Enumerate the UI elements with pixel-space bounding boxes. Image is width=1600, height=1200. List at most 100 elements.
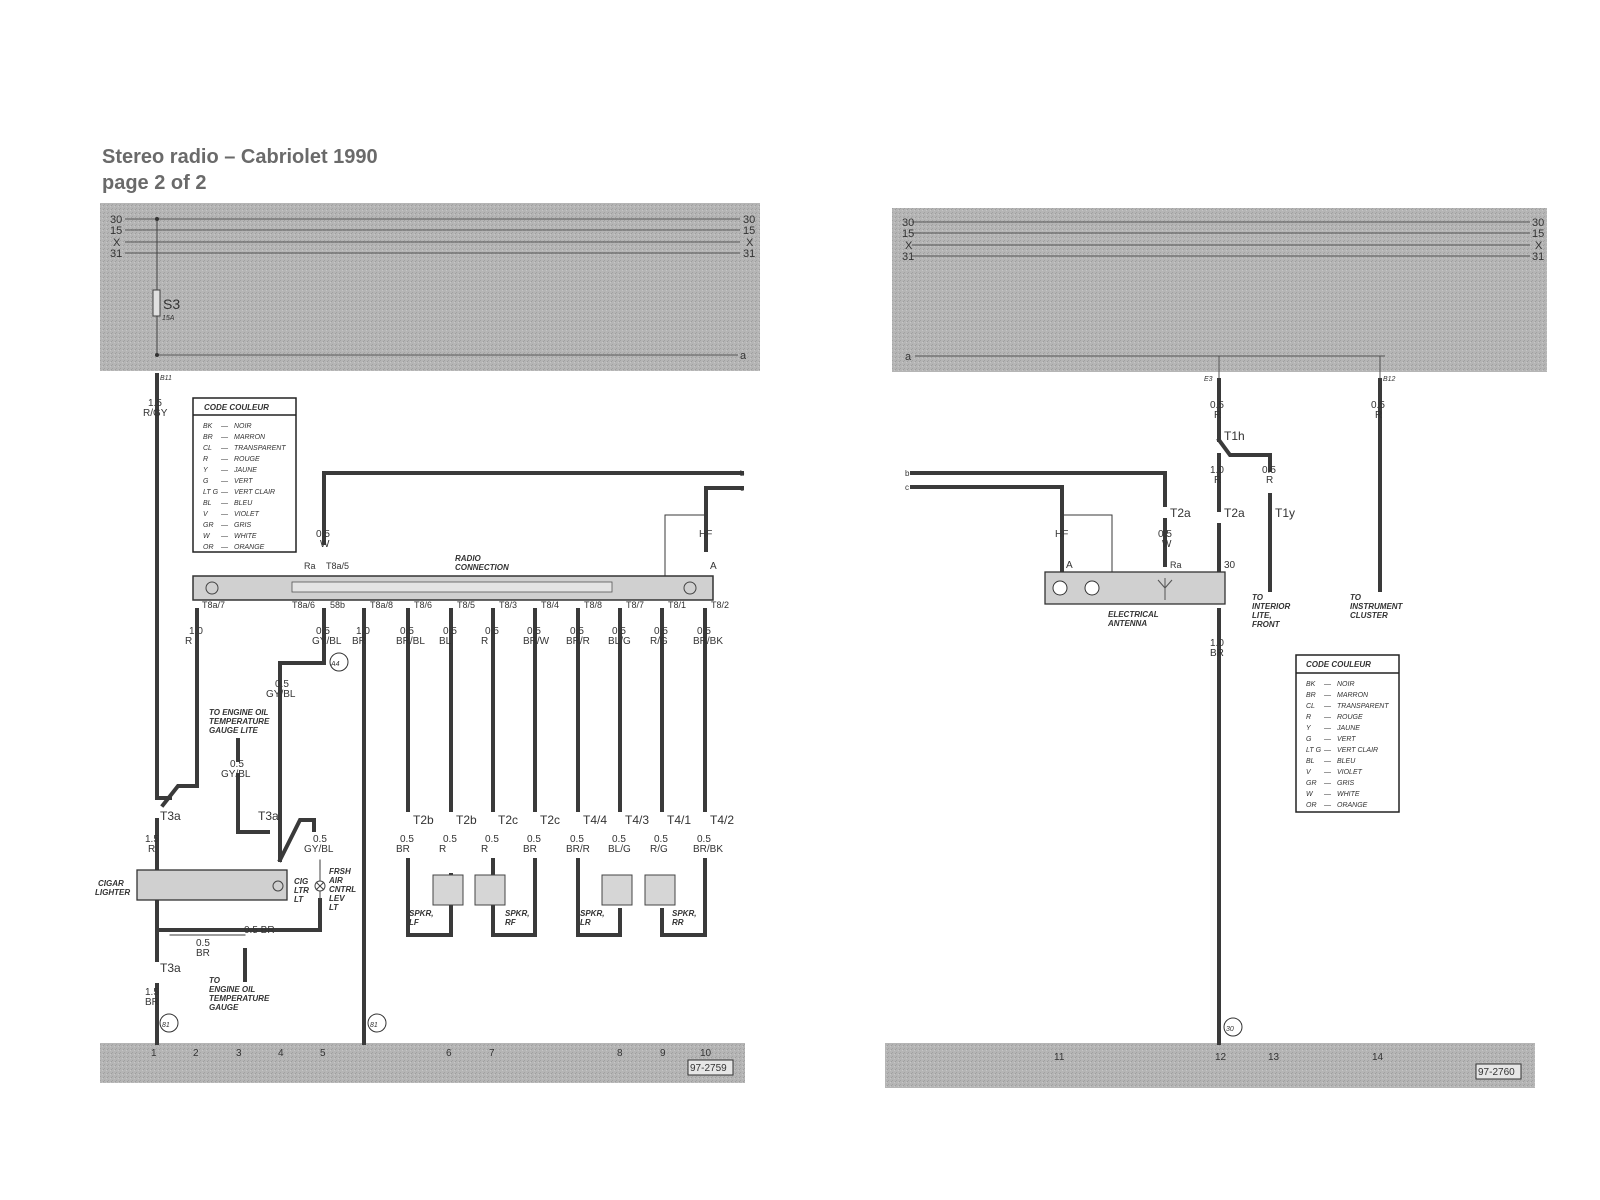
drop-wire-size: 0.5 [443, 626, 457, 637]
right-wires [910, 378, 1382, 1045]
antenna-title-1: ELECTRICAL [1108, 610, 1159, 619]
electrical-antenna-unit: ELECTRICAL ANTENNA [1044, 571, 1226, 628]
legend-dash: — [1323, 747, 1332, 754]
legend-code: CL [1306, 703, 1315, 710]
lower-connector: T2c [540, 813, 560, 827]
cig-ltr-lt-3: LT [294, 895, 304, 904]
left-bus-label-x-right: X [746, 237, 754, 249]
drop-wire-color: BR/BL [396, 636, 425, 647]
legend-meaning: VERT CLAIR [1337, 747, 1378, 754]
drop-wire-size: 1.0 [356, 626, 370, 637]
legend-meaning: TRANSPARENT [1337, 703, 1389, 710]
left-bus-label-15-right: 15 [743, 225, 755, 237]
legend-dash: — [220, 445, 229, 452]
legend-dash: — [220, 467, 229, 474]
lower-wire-color: BR [396, 844, 410, 855]
cig-left-size: 1.5 [145, 834, 159, 845]
ground-81-left-label: 81 [162, 1022, 170, 1029]
diagram-title: Stereo radio – Cabriolet 1990 page 2 of … [102, 144, 378, 196]
t2a-wire-color: R [1214, 475, 1221, 486]
radio-connection-unit: RADIO CONNECTION [192, 554, 714, 601]
radio-hf: HF [699, 529, 712, 540]
main-wire-size: 1.5 [148, 398, 162, 409]
legend-code: G [1306, 736, 1312, 743]
cig-ltr-lt-1: CIG [294, 877, 308, 886]
legend-meaning: BLEU [234, 500, 253, 507]
b11-label: B11 [160, 375, 172, 382]
instrument-cluster-3: CLUSTER [1350, 611, 1388, 620]
t1y-wire-size: 0.5 [1262, 465, 1276, 476]
left-diagram: 30 15 X 31 30 15 X 31 a S3 15A CODE COUL… [95, 203, 760, 1083]
legend-dash: — [1323, 736, 1332, 743]
left-diagram-id-box: 97-2759 [687, 1059, 734, 1076]
legend-dash: — [220, 478, 229, 485]
t2a-label-1: T2a [1170, 506, 1191, 520]
legend-meaning: ORANGE [1337, 802, 1368, 809]
speaker-lf [432, 874, 464, 906]
lower-wire-size: 0.5 [527, 834, 541, 845]
legend-dash: — [1323, 725, 1332, 732]
legend-meaning: GRIS [1337, 780, 1354, 787]
lower-connector: T2b [413, 813, 434, 827]
eng-oil-lite-3: GAUGE LITE [209, 726, 259, 735]
drop-wire-color: R [481, 636, 488, 647]
spkr-rf-2: RF [505, 918, 517, 927]
antenna-w-size: 0.5 [1158, 529, 1172, 540]
lower-wire-color: R [481, 844, 488, 855]
pin-t8a7: T8a/7 [202, 600, 225, 610]
antenna-ra: Ra [1170, 560, 1182, 570]
pin-t8-2: T8/2 [711, 600, 729, 610]
left-bus-label-31: 31 [110, 248, 122, 260]
t3a-mid-label: T3a [258, 809, 279, 823]
track-number: 10 [700, 1048, 712, 1059]
eng-oil-gauge-1: TO [209, 976, 221, 985]
drop-wire-color: BR/BK [693, 636, 723, 647]
ground-81-right [367, 1013, 387, 1033]
legend-code: LT G [1306, 747, 1322, 754]
legend-meaning: VIOLET [1337, 769, 1363, 776]
br-wire2-color: BR [196, 948, 210, 959]
drop-wire-size: 0.5 [400, 626, 414, 637]
right-bus-label-31: 31 [902, 251, 914, 263]
pin-t8-7: T8/7 [626, 600, 644, 610]
antenna-w-color: W [1162, 539, 1172, 550]
lower-wire-size: 0.5 [485, 834, 499, 845]
legend-meaning: VIOLET [234, 511, 260, 518]
fuse-s3: S3 15A [152, 217, 180, 357]
track-number: 11 [1054, 1052, 1065, 1063]
right-bus-label-30: 30 [902, 217, 914, 229]
a4-label: A4 [330, 661, 340, 668]
drop-wire-color: GY/BL [312, 636, 342, 647]
legend-meaning: GRIS [234, 522, 251, 529]
lower-wire-size: 0.5 [570, 834, 584, 845]
legend-dash: — [220, 533, 229, 540]
frsh-air-2: AIR [328, 876, 343, 885]
legend-meaning: WHITE [234, 533, 257, 540]
legend-code: BK [203, 423, 213, 430]
track-number: 7 [489, 1048, 495, 1059]
drop-wire-size: 0.5 [316, 626, 330, 637]
legend-meaning: ROUGE [1337, 714, 1363, 721]
br-wire2-size: 0.5 [196, 938, 210, 949]
legend-dash: — [1323, 791, 1332, 798]
e3-wire-color: R [1214, 410, 1221, 421]
b12-wire-color: R [1375, 410, 1382, 421]
legend-meaning: ORANGE [234, 544, 265, 551]
legend-meaning: MARRON [234, 434, 266, 441]
spkr-rr-1: SPKR, [672, 909, 696, 918]
track-number: 12 [1215, 1052, 1227, 1063]
drop-wire-color: R/G [650, 636, 668, 647]
antenna-title-2: ANTENNA [1107, 619, 1147, 628]
pin-t8-3: T8/3 [499, 600, 517, 610]
legend-meaning: VERT [234, 478, 253, 485]
spkr-lr-1: SPKR, [580, 909, 604, 918]
radio-title-2: CONNECTION [455, 563, 509, 572]
t1y-label: T1y [1275, 506, 1295, 520]
e3-label: E3 [1204, 376, 1213, 383]
pin-t8-4: T8/4 [541, 600, 559, 610]
lower-wire-color: BR/BK [693, 844, 723, 855]
instrument-cluster-2: INSTRUMENT [1350, 602, 1404, 611]
instrument-cluster-1: TO [1350, 593, 1362, 602]
speakers [432, 874, 676, 906]
bottom-wire-size: 1.5 [145, 987, 159, 998]
